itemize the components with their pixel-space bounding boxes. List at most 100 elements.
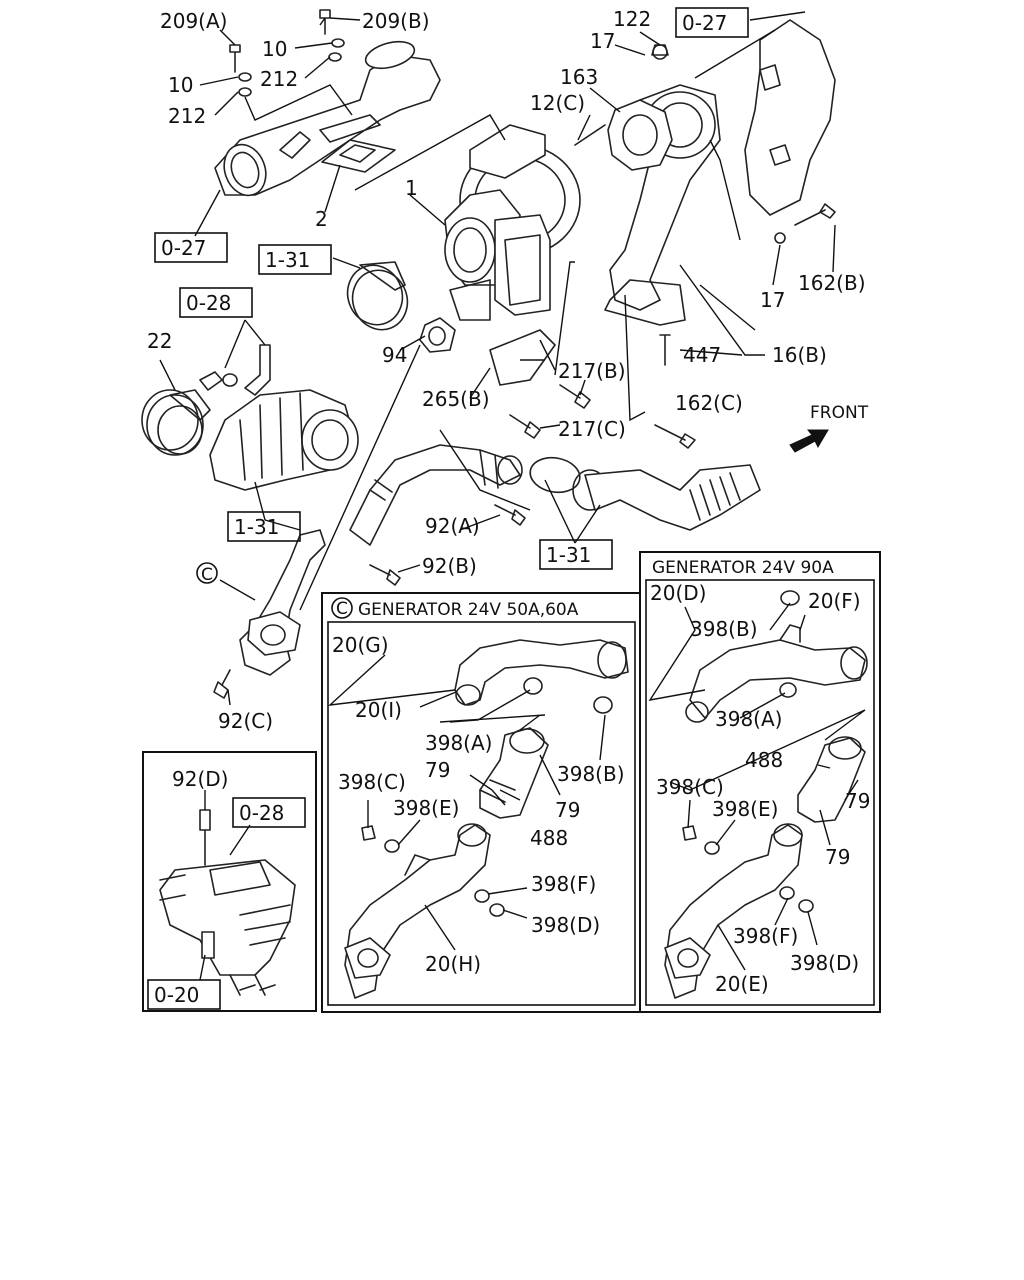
- reference-boxes: 0-27 0-27 1-31 0-28 1-31 1-31 0-28 0-20: [147, 7, 749, 1010]
- heat-shield: [744, 19, 836, 216]
- stud-12c: [574, 124, 606, 146]
- label-17-lower: 17: [760, 288, 785, 312]
- stud-447: [659, 334, 671, 366]
- label-265b: 265(B): [422, 387, 490, 411]
- label-22: 22: [147, 329, 172, 353]
- callout-c-letter: C: [336, 599, 348, 619]
- gen90-label-488: 488: [745, 748, 783, 772]
- gen50-label-20h: 20(H): [425, 952, 481, 976]
- callout-c-marker: [196, 562, 218, 584]
- gen90-label-20e: 20(E): [715, 972, 769, 996]
- panel-water-pump-frame: [142, 751, 317, 1012]
- ref-1-31-intake: 1-31: [234, 515, 279, 539]
- gen50-pipes: [344, 639, 629, 999]
- gen50-label-398a: 398(A): [425, 731, 492, 755]
- gen50-label-488: 488: [530, 826, 568, 850]
- label-92d: 92(D): [172, 767, 228, 791]
- gen90-label-398f: 398(F): [733, 924, 798, 948]
- label-92a: 92(A): [425, 514, 480, 538]
- ref-0-28-hose: 0-28: [186, 291, 231, 315]
- label-2: 2: [315, 207, 328, 231]
- bolt-217c: [509, 414, 541, 439]
- gen90-labels: GENERATOR 24V 90A 20(D) 20(F) 398(B) 398…: [650, 558, 870, 996]
- ref-0-20-pump: 0-20: [154, 983, 199, 1007]
- bolt-92c: [213, 669, 231, 699]
- gen90-pipes: [664, 590, 868, 999]
- leader-lines: [159, 11, 866, 981]
- front-label: FRONT: [810, 403, 869, 423]
- gasket-94: [419, 317, 456, 353]
- label-12c: 12(C): [530, 91, 585, 115]
- bolt-162c: [654, 424, 696, 449]
- gen50-label-398d: 398(D): [531, 913, 600, 937]
- coolant-pipe-upper: [349, 444, 523, 546]
- label-209b: 209(B): [362, 9, 430, 33]
- gen50-label-20i: 20(I): [355, 698, 402, 722]
- gen90-label-398d: 398(D): [790, 951, 859, 975]
- label-1: 1: [405, 176, 418, 200]
- gen50-label-398f: 398(F): [531, 872, 596, 896]
- gen90-label-20f: 20(F): [808, 589, 861, 613]
- label-c-marker: C: [201, 565, 213, 585]
- gen90-title: GENERATOR 24V 90A: [652, 558, 834, 578]
- label-217b: 217(B): [558, 359, 626, 383]
- ref-1-31-clamp: 1-31: [265, 248, 310, 272]
- label-162b: 162(B): [798, 271, 866, 295]
- label-162c: 162(C): [675, 391, 743, 415]
- ref-0-27-top: 0-27: [682, 11, 727, 35]
- gen90-label-20d: 20(D): [650, 581, 706, 605]
- gen50-label-79-right: 79: [555, 798, 580, 822]
- v-clamp: [346, 261, 409, 331]
- bolt-209a: [229, 44, 241, 73]
- label-17-upper: 17: [590, 29, 615, 53]
- exhaust-pipe-upper-left: [214, 40, 441, 197]
- panel-gen90: [639, 551, 881, 1013]
- pipe-c: [239, 529, 326, 676]
- front-arrow-icon: [789, 429, 829, 453]
- gen90-label-398a: 398(A): [715, 707, 782, 731]
- gasket-2: [321, 139, 396, 173]
- label-16b: 16(B): [772, 343, 827, 367]
- gen90-label-398b: 398(B): [690, 617, 758, 641]
- bracket-265b: [489, 329, 556, 386]
- intake-hose: [209, 389, 359, 491]
- part-drawings: [141, 9, 868, 999]
- gen50-title: GENERATOR 24V 50A,60A: [358, 600, 579, 620]
- label-10-lower: 10: [168, 73, 193, 97]
- gen90-label-79-lower: 79: [825, 845, 850, 869]
- intake-connector-22: [141, 389, 211, 456]
- label-163: 163: [560, 65, 598, 89]
- gen90-label-398c: 398(C): [656, 775, 724, 799]
- label-212-lower: 212: [168, 104, 206, 128]
- bolt-217b: [559, 384, 591, 409]
- gen90-label-398e: 398(E): [712, 797, 778, 821]
- label-92c: 92(C): [218, 709, 273, 733]
- callout-c-icon: [331, 597, 353, 619]
- label-209a: 209(A): [160, 9, 227, 33]
- bolt-92b: [369, 564, 401, 586]
- gen50-label-20g: 20(G): [332, 633, 389, 657]
- water-pump-assembly: [159, 809, 296, 996]
- gasket-163: [607, 99, 673, 171]
- gen90-label-79-upper: 79: [845, 789, 870, 813]
- gen50-label-398e: 398(E): [393, 796, 459, 820]
- ref-1-31-coolant: 1-31: [546, 543, 591, 567]
- label-92b: 92(B): [422, 554, 477, 578]
- label-212-upper: 212: [260, 67, 298, 91]
- hose-0-28: [244, 344, 271, 396]
- bolt-92a: [494, 504, 526, 526]
- part-labels: 209(A) 209(B) 10 10 212 212 122 17 163 1…: [147, 7, 869, 791]
- label-217c: 217(C): [558, 417, 626, 441]
- gen50-labels: C GENERATOR 24V 50A,60A 20(G) 20(I) 398(…: [332, 599, 625, 976]
- gen50-label-79-left: 79: [425, 758, 450, 782]
- ref-0-27-left: 0-27: [161, 236, 206, 260]
- ref-0-28-pump: 0-28: [239, 801, 284, 825]
- label-447: 447: [683, 343, 721, 367]
- label-10-upper: 10: [262, 37, 287, 61]
- bolt-162b: [794, 203, 836, 226]
- turbocharger: [444, 124, 581, 321]
- gen50-label-398c: 398(C): [338, 770, 406, 794]
- label-122: 122: [613, 7, 651, 31]
- coolant-pipe-right: [529, 456, 761, 531]
